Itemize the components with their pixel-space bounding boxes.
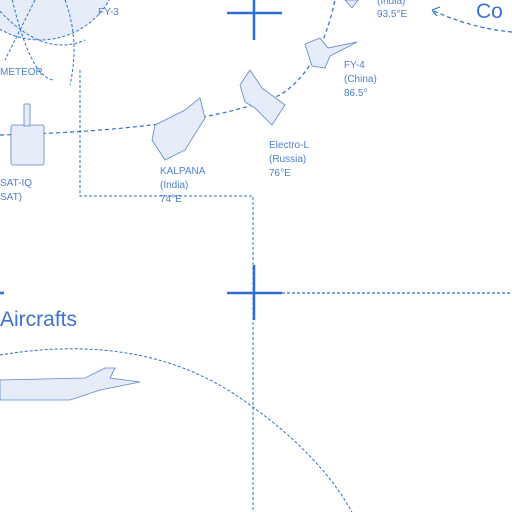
kalpana-country: (India) <box>160 180 189 191</box>
link-arrow <box>431 9 512 33</box>
aircraft-icon <box>0 367 141 401</box>
electro-position: 76°E <box>269 168 291 179</box>
fy4-position: 86.5° <box>344 88 368 99</box>
meteor-label: METEOR <box>0 67 43 78</box>
electro-country: (Russia) <box>269 154 307 165</box>
arrow-head-icon <box>431 6 441 17</box>
fy4-satellite-icon <box>304 37 358 69</box>
kalpana-name: KALPANA <box>160 166 206 177</box>
fy4-country: (China) <box>344 74 377 85</box>
fy3-label: FY-3 <box>98 7 119 18</box>
fy4-name: FY-4 <box>344 60 365 71</box>
crosshair-marker-top <box>227 0 282 40</box>
insat3d-country: (India) <box>377 0 406 7</box>
electro-name: Electro-L <box>269 140 310 151</box>
insat3d-satellite-icon <box>344 0 359 9</box>
insat3d-position: 93.5°E <box>377 9 408 20</box>
insat-satellite-icon <box>10 103 45 166</box>
top-right-section-title: Co <box>476 0 503 23</box>
insat-label-line2: SAT) <box>0 192 23 203</box>
aircrafts-section-title: Aircrafts <box>0 308 78 331</box>
polar-orbit-globe <box>0 0 110 86</box>
connector-line <box>79 70 254 512</box>
insat-label: SAT-IQ <box>0 178 33 189</box>
earth-horizon-arc <box>0 348 353 512</box>
kalpana-position: 74°E <box>160 194 182 205</box>
kalpana-satellite-icon <box>151 97 206 161</box>
electro-satellite-icon <box>239 69 286 126</box>
crosshair-marker-center <box>227 265 282 320</box>
